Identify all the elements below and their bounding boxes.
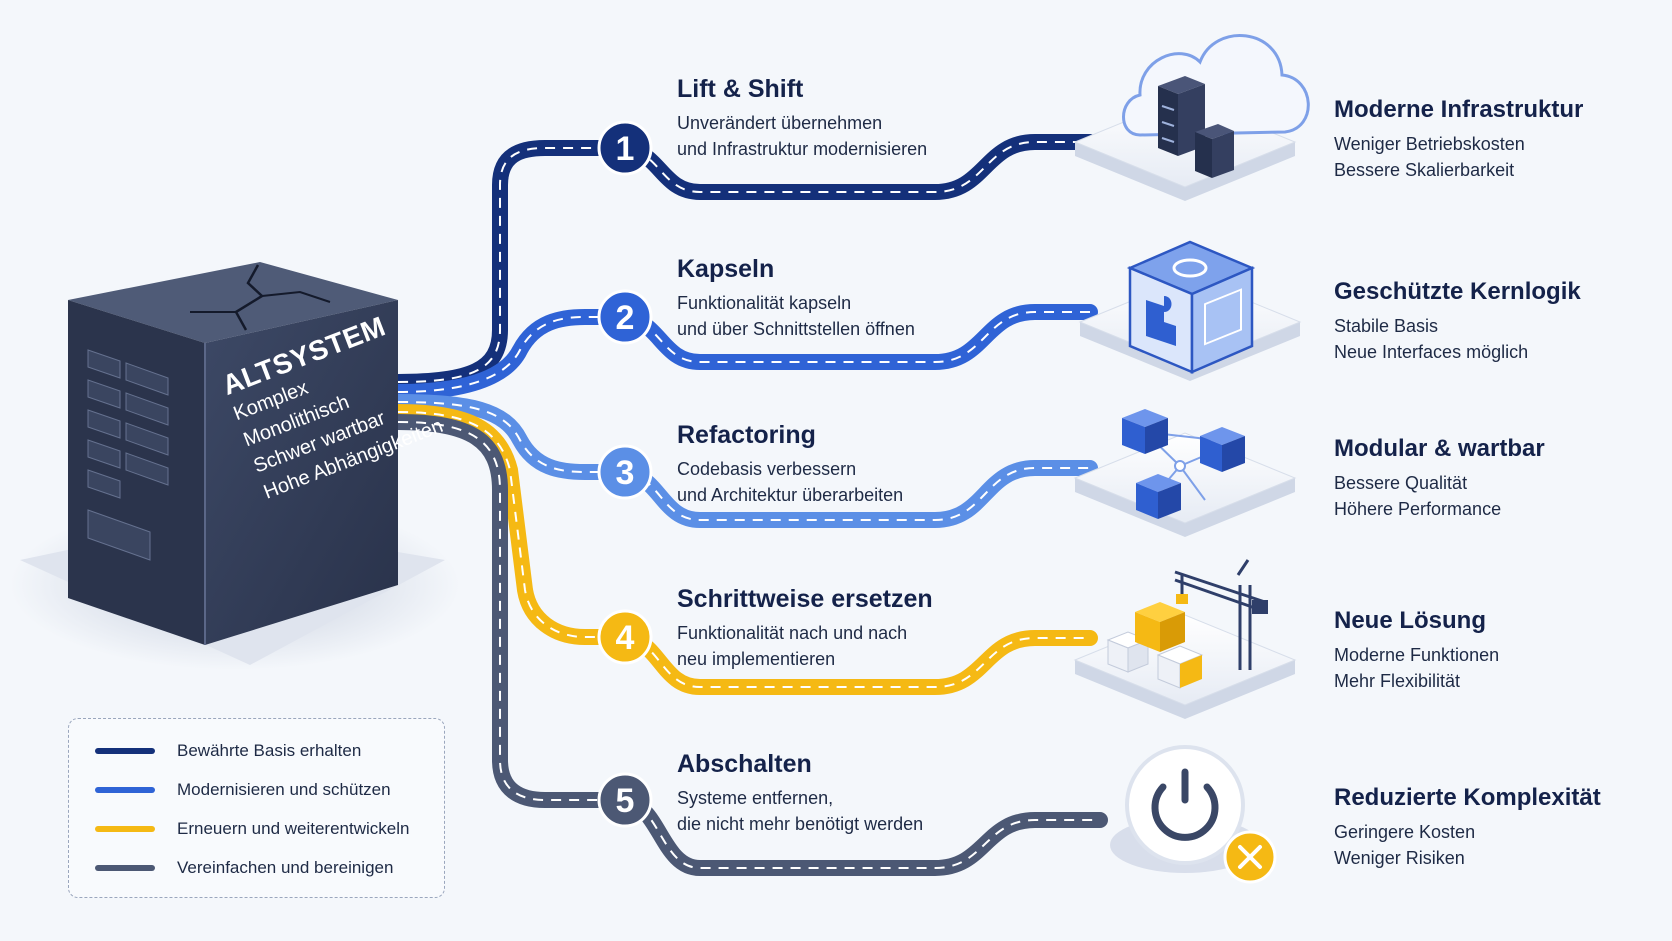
result-desc-line: Weniger Risiken [1334,848,1465,868]
server-stack [1158,76,1234,178]
step-badge-4 [597,609,653,665]
legacy-box-front [205,300,398,645]
step-desc-line: neu implementieren [677,649,836,669]
platform-3 [1073,432,1297,537]
step-desc-line: und über Schnittstellen öffnen [677,319,915,339]
result-1-text: Moderne Infrastruktur Weniger Betriebsko… [1334,96,1583,183]
module-cube [1122,409,1168,454]
module-network-icon [1122,409,1245,519]
step-desc-line: Unverändert übernehmen [677,113,883,133]
result-desc-line: Höhere Performance [1334,499,1502,519]
legend-item: Vereinfachen und bereinigen [95,857,393,879]
step-badge-number: 4 [616,619,635,657]
step-badge-number: 2 [616,299,635,337]
step-title: Schrittweise ersetzen [677,585,933,613]
block-stack [1106,602,1204,689]
step-2-text: Kapseln Funktionalität kapseln und über … [677,255,915,342]
platform-side [1075,478,1295,537]
legend: Bewährte Basis erhalten Modernisieren un… [68,718,445,898]
platform-top [1073,432,1297,524]
legend-item: Modernisieren und schützen [95,779,391,801]
step-desc-line: Systeme entfernen, [677,788,834,808]
legend-swatch [95,748,155,754]
step-badge-2 [597,289,653,345]
step-title: Kapseln [677,255,775,283]
legacy-box-top [68,262,398,343]
construction-crane-icon [1106,559,1268,689]
legend-item: Bewährte Basis erhalten [95,740,361,762]
result-desc-line: Bessere Skalierbarkeit [1334,160,1515,180]
step-5-text: Abschalten Systeme entfernen, die nicht … [677,750,923,837]
cloud-server-icon [1122,34,1310,178]
result-title: Neue Lösung [1334,607,1487,634]
legend-swatch [95,826,155,832]
legend-swatch [95,787,155,793]
legend-label: Erneuern und weiterentwickeln [177,819,410,838]
result-2-text: Geschützte Kernlogik Stabile Basis Neue … [1334,278,1581,365]
result-desc-line: Bessere Qualität [1334,473,1468,493]
legend-label: Bewährte Basis erhalten [177,741,362,760]
result-3-text: Modular & wartbar Bessere Qualität Höher… [1334,435,1545,522]
crane-hook [1176,594,1188,604]
step-desc-line: und Architektur überarbeiten [677,485,904,505]
result-desc-line: Mehr Flexibilität [1334,671,1461,691]
legend-swatch [95,865,155,871]
close-badge-icon [1223,830,1277,884]
platform-side [1075,660,1295,719]
step-badge-3 [597,444,653,500]
step-title: Refactoring [677,421,816,449]
step-4-text: Schrittweise ersetzen Funktionalität nac… [677,585,933,672]
step-badge-5 [597,772,653,828]
step-badge-number: 1 [616,130,635,168]
step-title: Lift & Shift [677,75,804,103]
step-desc-line: die nicht mehr benötigt werden [677,814,924,834]
power-off-icon [1110,745,1277,884]
step-badges: 1 2 3 4 5 [597,120,653,828]
step-desc-line: Funktionalität nach und nach [677,623,908,643]
platform-side [1075,142,1295,201]
result-4-text: Neue Lösung Moderne Funktionen Mehr Flex… [1334,607,1499,694]
result-title: Moderne Infrastruktur [1334,96,1584,123]
result-desc-line: Geringere Kosten [1334,822,1476,842]
step-3-text: Refactoring Codebasis verbessern und Arc… [677,421,903,508]
crane [1174,559,1266,670]
legacy-system-box [68,262,398,645]
crack-line [261,290,331,303]
step-badge-number: 3 [616,454,635,492]
step-desc-line: Codebasis verbessern [677,459,857,479]
result-desc-line: Moderne Funktionen [1334,645,1500,665]
puzzle-piece [1146,296,1176,346]
legend-label: Modernisieren und schützen [177,780,391,799]
server-rack-slots [87,349,169,561]
step-title: Abschalten [677,750,812,778]
puzzle-cube-icon [1126,240,1256,374]
step-1-text: Lift & Shift Unverändert übernehmen und … [677,75,927,162]
module-cube [1200,427,1245,472]
legend-item: Erneuern und weiterentwickeln [95,818,409,840]
result-desc-line: Neue Interfaces möglich [1334,342,1529,362]
result-5-text: Reduzierte Komplexität Geringere Kosten … [1334,784,1601,871]
result-title: Geschützte Kernlogik [1334,278,1581,305]
step-desc-line: und Infrastruktur modernisieren [677,139,928,159]
step-badge-1 [597,120,653,176]
result-title: Modular & wartbar [1334,435,1545,462]
result-platforms [1073,96,1302,719]
step-desc-line: Funktionalität kapseln [677,293,852,313]
legend-label: Vereinfachen und bereinigen [177,858,394,877]
result-title: Reduzierte Komplexität [1334,784,1601,811]
step-badge-number: 5 [616,782,635,820]
module-cube [1136,474,1181,519]
result-desc-line: Weniger Betriebskosten [1334,134,1525,154]
result-desc-line: Stabile Basis [1334,316,1439,336]
